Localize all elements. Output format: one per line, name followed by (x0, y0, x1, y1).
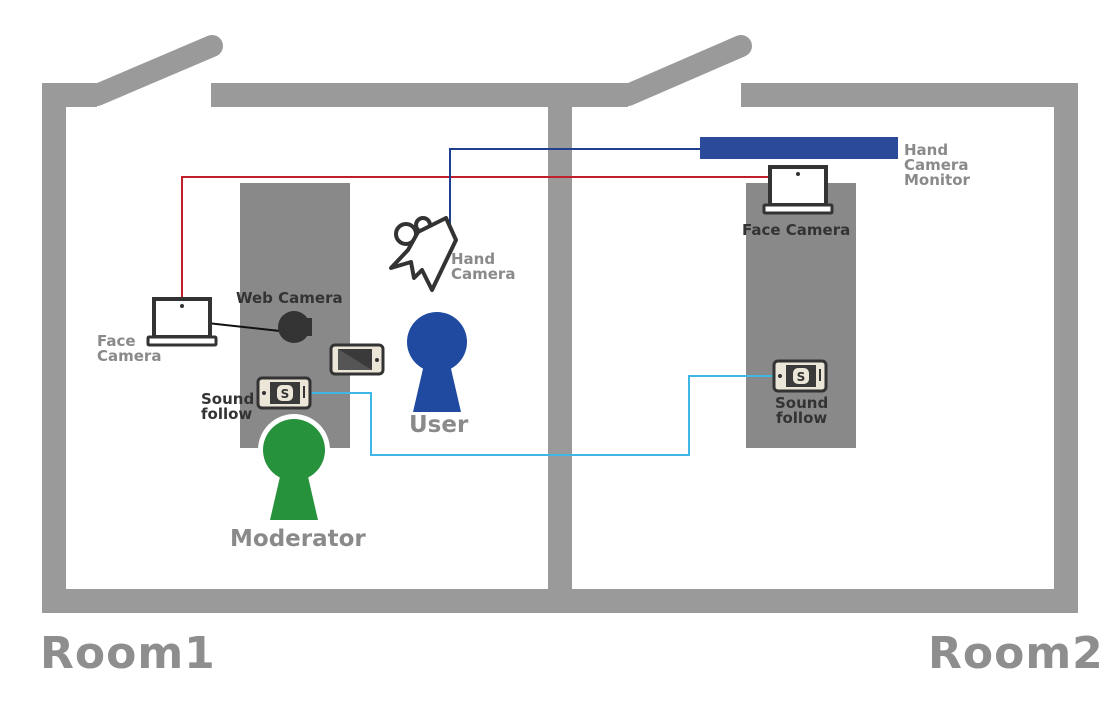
hand-camera-link (449, 148, 700, 230)
room2-table (746, 183, 856, 448)
hand-camera-label: Hand Camera (451, 252, 515, 282)
room2-top-wall-right (741, 83, 1078, 107)
hand-camera-monitor-label: Hand Camera Monitor (904, 143, 970, 188)
label-line: Camera (97, 347, 162, 365)
bottom-wall (42, 589, 1078, 613)
label-line: follow (775, 409, 828, 427)
label-line: Face (97, 332, 136, 350)
room2-right-wall (1054, 83, 1078, 613)
sound-follow-link (308, 375, 775, 456)
label-line: Monitor (904, 171, 970, 189)
room2-top-wall-left (548, 83, 628, 107)
user-figure (407, 312, 467, 412)
hand-camera-video-camera-icon (389, 216, 458, 292)
room1-sound-follow-label: Sound follow (201, 392, 254, 422)
label-line: follow (201, 405, 253, 423)
label-line: Sound (201, 390, 255, 408)
label-line: Camera (904, 156, 969, 174)
smartphone-icon (329, 343, 385, 376)
room1-sound-follow-skype-phone-icon: S (256, 376, 312, 410)
webcam-icon (278, 311, 312, 343)
face-camera-link (181, 176, 770, 303)
room1-top-wall-right (211, 83, 571, 107)
user-label: User (409, 412, 469, 438)
room1-left-wall (42, 83, 66, 613)
room1-face-camera-laptop-icon (146, 297, 218, 347)
label-line: Sound (775, 394, 829, 412)
hand-camera-monitor (700, 137, 898, 159)
room2-sound-follow-label: Sound follow (775, 396, 828, 426)
room2-sound-follow-skype-phone-icon: S (772, 359, 828, 393)
label-line: Hand (451, 250, 496, 268)
room1-face-camera-label: Face Camera (97, 334, 161, 364)
label-line: Camera (451, 265, 516, 283)
web-camera-label: Web Camera (236, 289, 343, 307)
room1-label: Room1 (40, 628, 216, 679)
moderator-figure (258, 414, 330, 520)
label-line: Hand (904, 141, 949, 159)
center-wall (548, 83, 572, 613)
room2-label: Room2 (928, 628, 1104, 679)
moderator-label: Moderator (230, 526, 366, 552)
room2-door[interactable] (617, 35, 752, 106)
svg-text:S: S (797, 370, 806, 384)
walls (42, 83, 1078, 613)
svg-text:S: S (281, 387, 290, 401)
room1-door[interactable] (86, 35, 223, 106)
room2-face-camera-label: Face Camera (742, 221, 851, 239)
room2-face-camera-laptop-icon (762, 165, 834, 215)
webcam-link (206, 322, 281, 332)
